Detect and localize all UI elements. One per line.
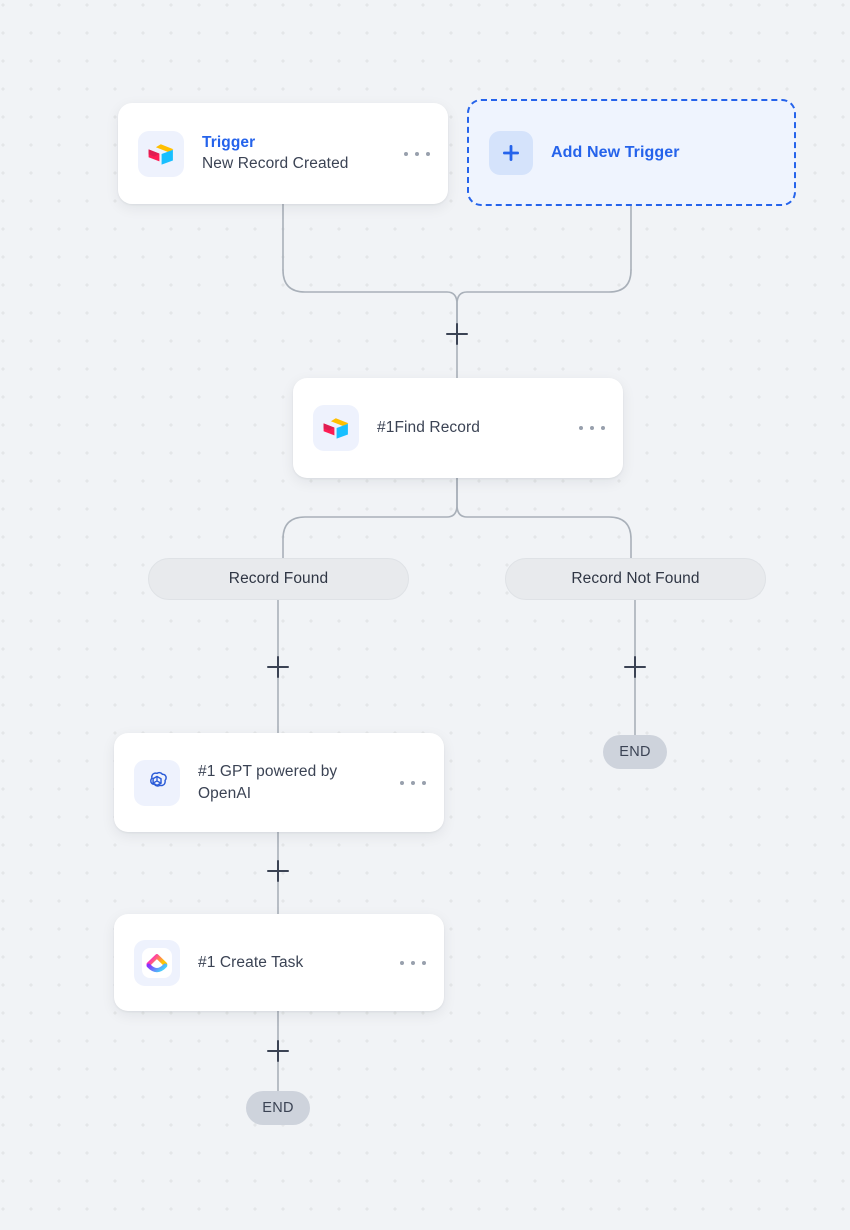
add-step-record-found-button[interactable]: [267, 656, 289, 678]
trigger-card[interactable]: Trigger New Record Created: [118, 103, 448, 204]
add-new-trigger-label: Add New Trigger: [551, 143, 680, 161]
trigger-subtitle: New Record Created: [202, 154, 349, 172]
find-record-card[interactable]: #1Find Record: [293, 378, 623, 478]
end-label: END: [262, 1100, 294, 1116]
end-label: END: [619, 744, 651, 760]
airtable-icon: [313, 405, 359, 451]
airtable-icon: [138, 130, 184, 177]
gpt-label: #1 GPT powered by OpenAI: [198, 762, 338, 802]
add-step-after-gpt-button[interactable]: [267, 860, 289, 882]
create-task-label: #1 Create Task: [198, 953, 304, 971]
add-step-after-trigger-button[interactable]: [446, 323, 468, 345]
trigger-title: Trigger: [202, 133, 256, 151]
gpt-card[interactable]: #1 GPT powered by OpenAI: [114, 733, 444, 832]
branch-label-record-not-found[interactable]: Record Not Found: [505, 558, 766, 600]
more-options-icon[interactable]: [579, 418, 605, 438]
plus-icon: [489, 130, 533, 175]
find-record-label: #1Find Record: [377, 419, 480, 436]
openai-icon: [134, 759, 180, 806]
more-options-icon[interactable]: [404, 144, 430, 164]
clickup-icon: [134, 939, 180, 986]
more-options-icon[interactable]: [400, 773, 426, 793]
branch-label-text: Record Found: [228, 570, 329, 587]
end-badge-right: END: [603, 735, 667, 769]
more-options-icon[interactable]: [400, 953, 426, 973]
add-step-record-not-found-button[interactable]: [624, 656, 646, 678]
add-new-trigger-card[interactable]: Add New Trigger: [467, 99, 796, 206]
branch-label-text: Record Not Found: [571, 570, 700, 587]
create-task-card[interactable]: #1 Create Task: [114, 914, 444, 1011]
end-badge-left: END: [246, 1091, 310, 1125]
branch-label-record-found[interactable]: Record Found: [148, 558, 409, 600]
add-step-after-create-task-button[interactable]: [267, 1040, 289, 1062]
